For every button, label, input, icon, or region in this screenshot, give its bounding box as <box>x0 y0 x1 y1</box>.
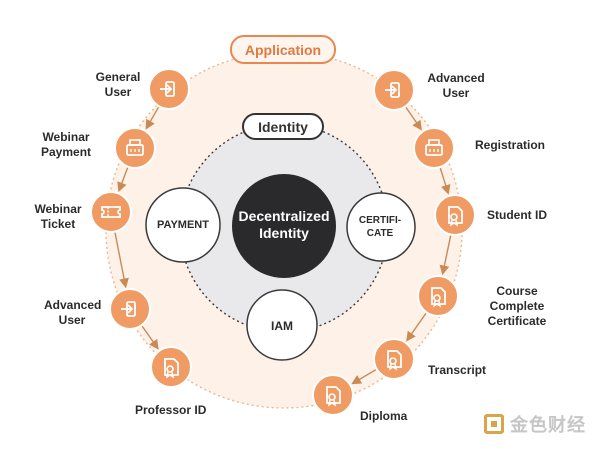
right-node-label-2: Registration <box>475 138 546 152</box>
right-arrow-5 <box>351 369 377 385</box>
iam-label: IAM <box>271 319 293 333</box>
right-node-3 <box>434 194 476 236</box>
payment-circle <box>145 187 221 263</box>
left-node-label-3: Webinar Ticket <box>34 202 82 231</box>
right-node-6 <box>312 374 354 416</box>
left-node-label-5: Professor ID <box>135 403 207 417</box>
right-node-label-1: Advanced User <box>427 71 485 100</box>
certificate-circle <box>346 192 416 262</box>
left-node-label-2: Webinar Payment <box>41 130 92 159</box>
left-arrow-4 <box>141 325 159 350</box>
left-node-2 <box>114 127 156 169</box>
right-node-1 <box>373 69 415 111</box>
left-node-4 <box>109 288 151 330</box>
decentralized-identity-circle <box>232 174 336 278</box>
watermark-text: 金色财经 <box>510 415 586 436</box>
left-arrow-3 <box>114 232 129 289</box>
payment-label: PAYMENT <box>157 219 209 231</box>
iam-circle <box>246 289 318 361</box>
left-node-circle-3 <box>90 191 132 233</box>
right-node-label-6: Diploma <box>360 409 408 423</box>
brand-logo-icon <box>484 414 504 434</box>
left-node-3 <box>90 191 132 233</box>
center-label: Decentralized Identity <box>238 208 330 241</box>
application-pill: Application <box>230 35 336 64</box>
right-arrow-1 <box>405 106 422 131</box>
left-arrow-2 <box>117 167 129 193</box>
left-node-label-4: Advanced User <box>44 298 102 327</box>
left-node-label-1: General User <box>95 70 141 99</box>
right-node-4 <box>417 275 459 317</box>
right-node-2 <box>413 127 455 169</box>
watermark: 金色财经 <box>484 411 586 437</box>
right-node-label-5: Transcript <box>428 363 487 377</box>
right-node-5 <box>373 338 415 380</box>
left-node-circle-2 <box>114 127 156 169</box>
certificate-label: CERTIFI- CATE <box>358 215 402 239</box>
identity-pill: Identity <box>242 113 324 140</box>
left-arrow-1 <box>145 106 160 130</box>
right-arrow-2 <box>439 167 451 195</box>
left-node-1 <box>148 68 190 110</box>
right-arrow-4 <box>406 312 427 342</box>
right-node-label-3: Student ID <box>487 208 547 222</box>
right-node-label-4: Course Complete Certificate <box>487 284 547 328</box>
right-node-circle-2 <box>413 127 455 169</box>
left-node-5 <box>150 346 192 388</box>
right-arrow-3 <box>439 235 452 276</box>
